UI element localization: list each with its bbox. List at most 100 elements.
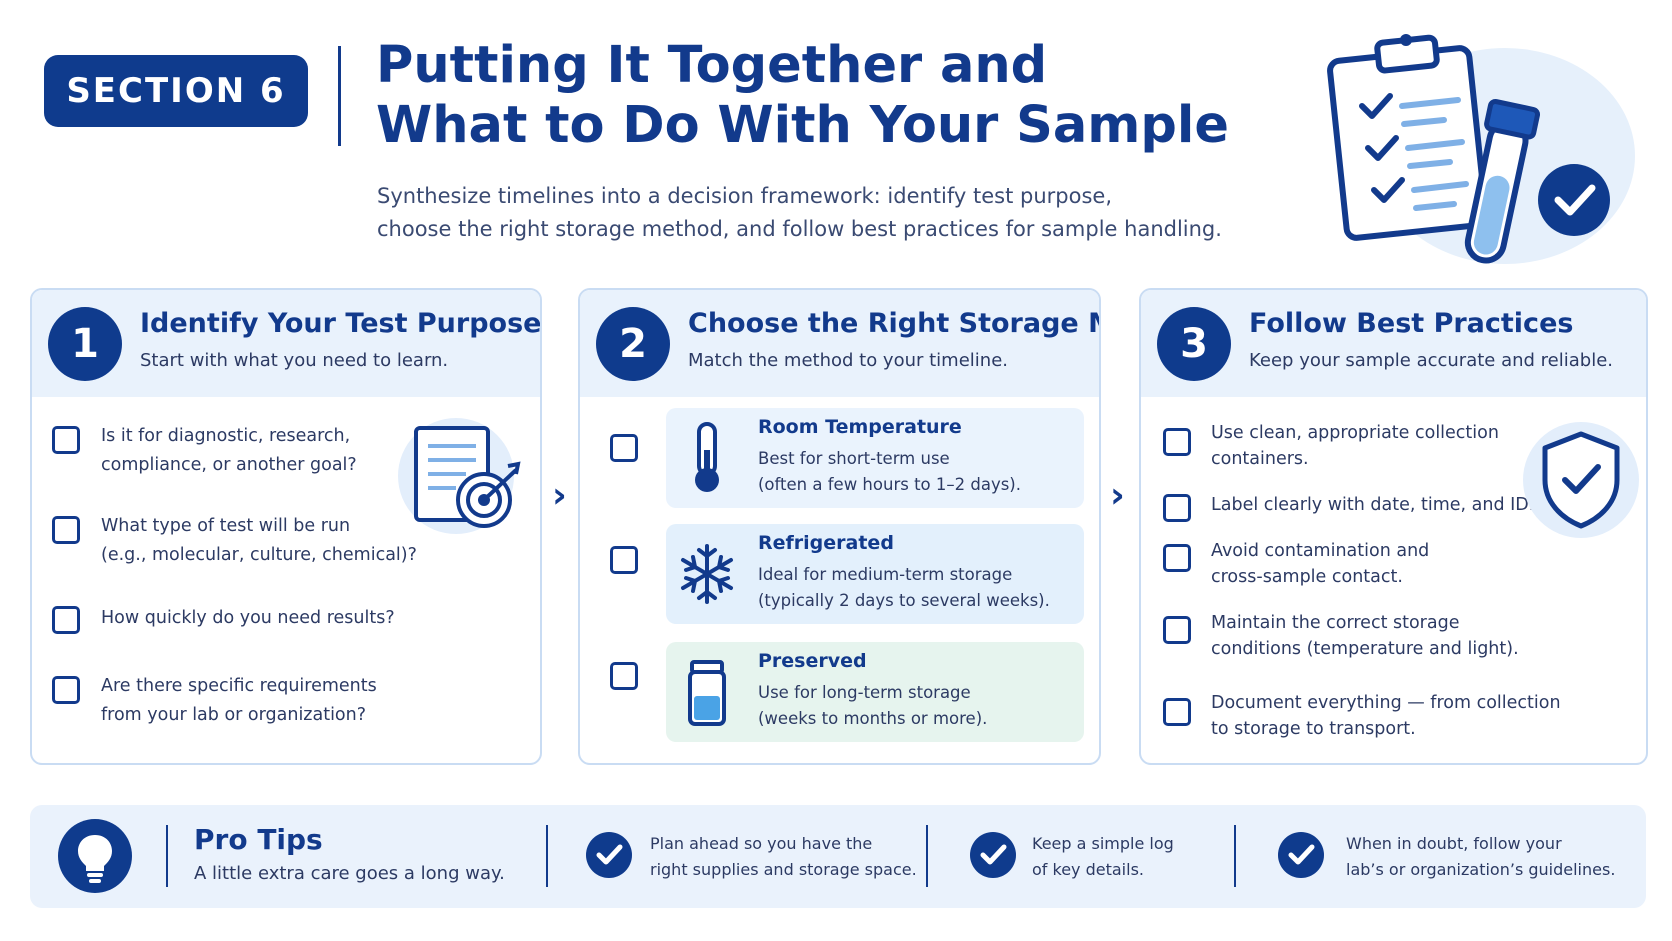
practice-item-3-line-1: Avoid contamination and	[1211, 541, 1430, 561]
purpose-item-4-line-2: from your lab or organization?	[101, 705, 367, 725]
purpose-item-2-line-1: What type of test will be run	[101, 516, 351, 536]
storage-checkbox-room-temperature[interactable]	[610, 434, 638, 462]
storage-description: Ideal for medium-term storage (typically…	[758, 562, 1050, 614]
purpose-item-4: Are there specific requirements from you…	[101, 672, 377, 730]
storage-description-line-2: (weeks to months or more).	[758, 709, 988, 728]
storage-description-line-1: Use for long-term storage	[758, 683, 971, 702]
pro-tips-subtitle: A little extra care goes a long way.	[194, 863, 505, 884]
purpose-item-2: What type of test will be run (e.g., mol…	[101, 512, 417, 570]
storage-description-line-1: Best for short-term use	[758, 449, 950, 468]
practice-item-4-line-2: conditions (temperature and light).	[1211, 639, 1519, 659]
check-circle-icon	[1278, 832, 1324, 878]
shield-check-icon	[1523, 422, 1639, 538]
purpose-checkbox-2[interactable]	[52, 516, 80, 544]
storage-title: Refrigerated	[758, 532, 894, 554]
pro-tips-bar: Pro Tips A little extra care goes a long…	[30, 805, 1646, 908]
tip-item-2-line-2: of key details.	[1032, 860, 1144, 879]
tip-item-1: Plan ahead so you have the right supplie…	[650, 831, 917, 883]
practice-checkbox-4[interactable]	[1163, 616, 1191, 644]
clipboard-testtube-illustration	[1327, 34, 1635, 264]
purpose-checkbox-1[interactable]	[52, 426, 80, 454]
title-line-2: What to Do With Your Sample	[376, 96, 1229, 155]
storage-option-refrigerated: Refrigerated Ideal for medium-term stora…	[666, 524, 1084, 624]
card-header: 2 Choose the Right Storage Method Match …	[580, 290, 1099, 397]
step-card-storage-method: 2 Choose the Right Storage Method Match …	[578, 288, 1101, 765]
tips-divider	[1234, 825, 1236, 887]
card-subtitle: Keep your sample accurate and reliable.	[1249, 350, 1613, 371]
test-tube-icon	[1464, 99, 1541, 264]
practice-item-4-line-1: Maintain the correct storage	[1211, 613, 1460, 633]
storage-description: Best for short-term use (often a few hou…	[758, 446, 1021, 498]
card-header: 3 Follow Best Practices Keep your sample…	[1141, 290, 1646, 397]
storage-option-room-temperature: Room Temperature Best for short-term use…	[666, 408, 1084, 508]
card-header: 1 Identify Your Test Purpose Start with …	[32, 290, 540, 397]
practice-item-1-line-1: Use clean, appropriate collection	[1211, 423, 1499, 443]
storage-checkbox-refrigerated[interactable]	[610, 546, 638, 574]
step-number: 3	[1157, 307, 1231, 381]
thermometer-icon	[695, 422, 719, 492]
tips-divider	[546, 825, 548, 887]
tips-divider	[166, 825, 168, 887]
card-subtitle: Start with what you need to learn.	[140, 350, 449, 371]
tip-item-3-line-1: When in doubt, follow your	[1346, 834, 1562, 853]
purpose-item-4-line-1: Are there specific requirements	[101, 676, 377, 696]
purpose-checkbox-4[interactable]	[52, 676, 80, 704]
storage-title: Room Temperature	[758, 416, 962, 438]
chevron-right-icon: ›	[552, 475, 567, 516]
practice-checkbox-2[interactable]	[1163, 494, 1191, 522]
card-title: Follow Best Practices	[1249, 308, 1574, 339]
chevron-right-icon: ›	[1110, 475, 1125, 516]
practice-item-3: Avoid contamination and cross-sample con…	[1211, 538, 1429, 590]
storage-description-line-2: (typically 2 days to several weeks).	[758, 591, 1050, 610]
card-subtitle: Match the method to your timeline.	[688, 350, 1009, 371]
practice-item-1: Use clean, appropriate collection contai…	[1211, 420, 1499, 472]
jar-icon	[688, 660, 726, 726]
tip-item-1-line-2: right supplies and storage space.	[650, 860, 917, 879]
practice-item-5: Document everything — from collection to…	[1211, 690, 1561, 742]
tip-item-2: Keep a simple log of key details.	[1032, 831, 1174, 883]
step-number: 2	[596, 307, 670, 381]
subtitle-line-2: choose the right storage method, and fol…	[377, 217, 1222, 241]
purpose-item-1-line-1: Is it for diagnostic, research,	[101, 426, 351, 446]
purpose-item-1: Is it for diagnostic, research, complian…	[101, 422, 357, 480]
practice-checkbox-3[interactable]	[1163, 544, 1191, 572]
storage-option-preserved: Preserved Use for long-term storage (wee…	[666, 642, 1084, 742]
storage-description-line-1: Ideal for medium-term storage	[758, 565, 1013, 584]
tip-item-3: When in doubt, follow your lab’s or orga…	[1346, 831, 1615, 883]
header-divider	[338, 46, 341, 146]
practice-item-3-line-2: cross-sample contact.	[1211, 567, 1403, 587]
storage-description: Use for long-term storage (weeks to mont…	[758, 680, 987, 732]
practice-checkbox-5[interactable]	[1163, 698, 1191, 726]
purpose-checkbox-3[interactable]	[52, 606, 80, 634]
card-title: Choose the Right Storage Method	[688, 308, 1099, 339]
step-number: 1	[48, 307, 122, 381]
step-card-best-practices: 3 Follow Best Practices Keep your sample…	[1139, 288, 1648, 765]
storage-checkbox-preserved[interactable]	[610, 662, 638, 690]
practice-checkbox-1[interactable]	[1163, 428, 1191, 456]
storage-description-line-2: (often a few hours to 1–2 days).	[758, 475, 1021, 494]
tip-item-3-line-2: lab’s or organization’s guidelines.	[1346, 860, 1616, 879]
pro-tips-title: Pro Tips	[194, 823, 323, 856]
practice-item-2-line-1: Label clearly with date, time, and ID.	[1211, 495, 1535, 515]
page-subtitle: Synthesize timelines into a decision fra…	[377, 180, 1257, 246]
tips-divider	[926, 825, 928, 887]
lightbulb-icon	[58, 819, 132, 893]
step-card-identify-purpose: 1 Identify Your Test Purpose Start with …	[30, 288, 542, 765]
practice-item-4: Maintain the correct storage conditions …	[1211, 610, 1519, 662]
check-circle-icon	[586, 832, 632, 878]
title-line-1: Putting It Together and	[376, 36, 1048, 95]
practice-item-5-line-1: Document everything — from collection	[1211, 693, 1561, 713]
purpose-item-3-line-1: How quickly do you need results?	[101, 608, 395, 628]
practice-item-2: Label clearly with date, time, and ID.	[1211, 492, 1534, 518]
page-title: Putting It Together and What to Do With …	[376, 36, 1236, 156]
purpose-item-3: How quickly do you need results?	[101, 604, 395, 633]
practice-item-1-line-2: containers.	[1211, 449, 1309, 469]
subtitle-line-1: Synthesize timelines into a decision fra…	[377, 184, 1112, 208]
document-target-icon	[398, 418, 521, 534]
practice-item-5-line-2: to storage to transport.	[1211, 719, 1416, 739]
purpose-item-1-line-2: compliance, or another goal?	[101, 455, 357, 475]
clipboard-icon	[1327, 34, 1489, 241]
tip-item-1-line-1: Plan ahead so you have the	[650, 834, 873, 853]
purpose-item-2-line-2: (e.g., molecular, culture, chemical)?	[101, 545, 417, 565]
check-circle-icon	[970, 832, 1016, 878]
